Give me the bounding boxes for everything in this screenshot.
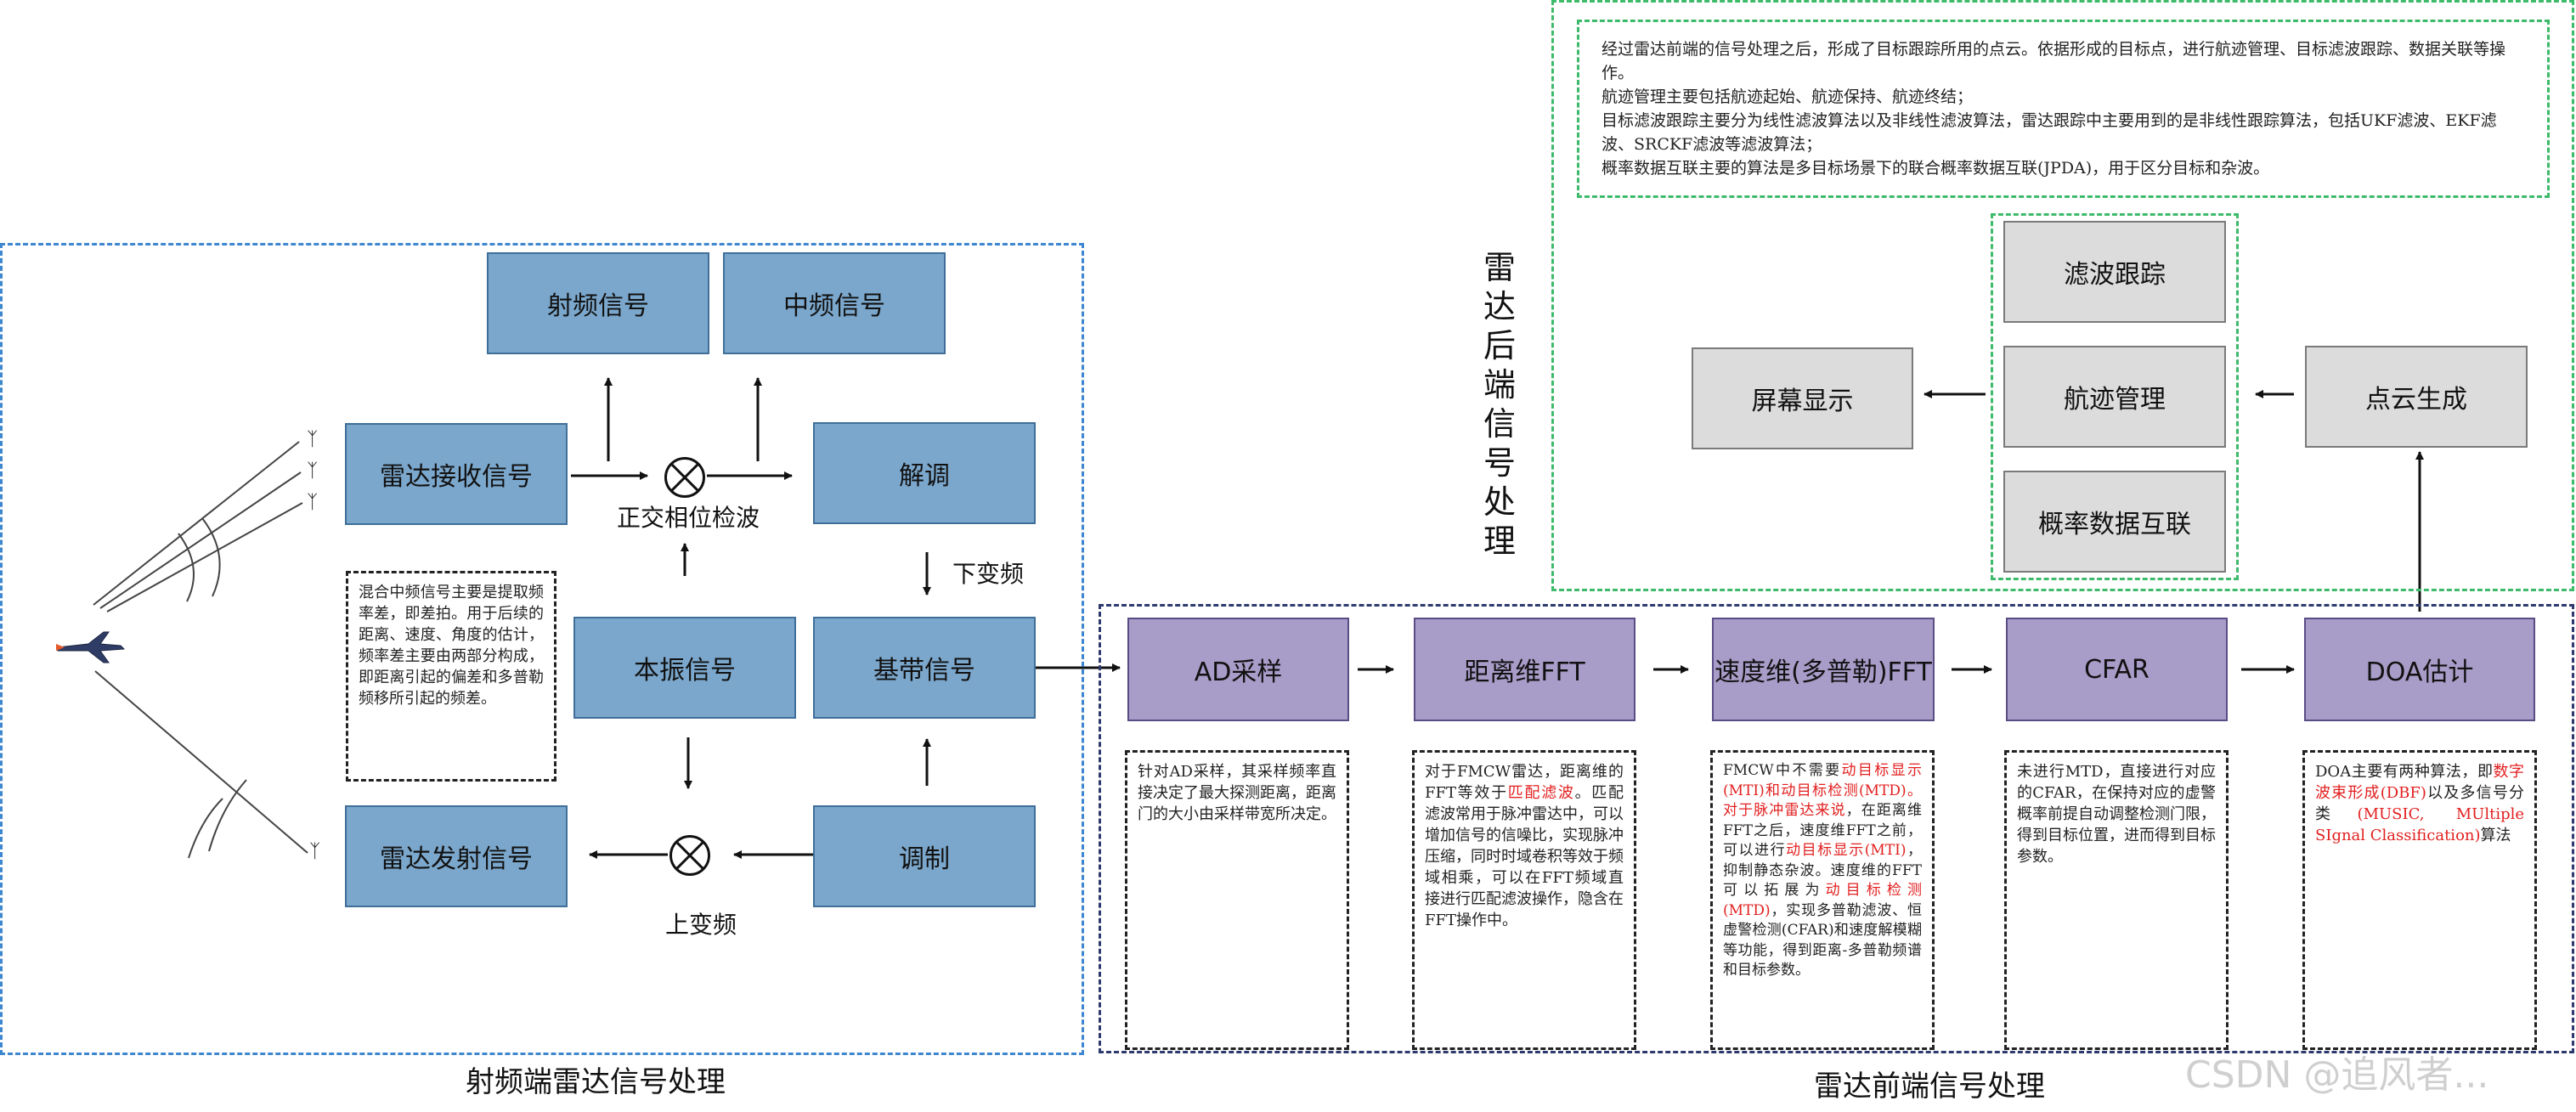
back-region <box>1551 0 2574 591</box>
doa-note: DOA主要有两种算法，即数字波束形成(DBF)以及多信号分类(MUSIC, MU… <box>2302 750 2537 1050</box>
back-note-line: 概率数据互联主要的算法是多目标场景下的联合概率数据互联(JPDA)，用于区分目标… <box>1602 159 2270 178</box>
note-text: ，在距离维FFT之后，速度维FFT之前，可以进行 <box>1723 802 1923 859</box>
ad-sampling-box: AD采样 <box>1127 618 1349 721</box>
doa-estimation-box: DOA估计 <box>2304 618 2535 721</box>
local-oscillator-box: 本振信号 <box>573 617 796 719</box>
back-note-line: 航迹管理主要包括航迹起始、航迹保持、航迹终结； <box>1602 87 1974 106</box>
downconvert-label: 下变频 <box>952 560 1025 588</box>
screen-display-box: 屏幕显示 <box>1692 347 1913 449</box>
radar-transmit-box: 雷达发射信号 <box>345 805 568 907</box>
range-fft-note: 对于FMCW雷达，距离维的FFT等效于匹配滤波。匹配滤波常用于脉冲雷达中，可以增… <box>1412 750 1636 1050</box>
back-note-line: 目标滤波跟踪主要分为线性滤波算法以及非线性滤波算法，雷达跟踪中主要用到的是非线性… <box>1602 111 2497 154</box>
radar-receive-box: 雷达接收信号 <box>345 423 568 525</box>
cfar-note: 未进行MTD，直接进行对应的CFAR，在保持对应的虚警概率前提自动调整检测门限，… <box>2004 750 2229 1050</box>
ad-note: 针对AD采样，其采样频率直接决定了最大探测距离，距离门的大小由采样带宽所决定。 <box>1125 750 1349 1050</box>
note-text: FMCW中不需要 <box>1723 762 1842 779</box>
front-region <box>1099 604 2574 1053</box>
iq-detection-label: 正交相位检波 <box>617 504 760 532</box>
antenna-icon: ᛉ <box>307 460 319 482</box>
range-fft-box: 距离维FFT <box>1414 618 1635 721</box>
iq-mixer-icon <box>664 457 705 498</box>
velocity-fft-note: FMCW中不需要动目标显示(MTI)和动目标检测(MTD)。对于脉冲雷达来说，在… <box>1710 750 1935 1050</box>
rf-region <box>0 243 1084 1055</box>
note-text: 算法 <box>2480 827 2511 844</box>
note-text: ，实现多普勒滤波、恒虚警检测(CFAR)和速度解模糊等功能，得到距离-多普勒频谱… <box>1723 901 1922 979</box>
antenna-icon: ᛉ <box>309 841 321 862</box>
filter-tracking-box: 滤波跟踪 <box>2003 221 2226 323</box>
note-highlight: 动目标显示(MTI)和动目标检测(MTD)。对于脉冲雷达来说 <box>1723 762 1923 819</box>
jpda-box: 概率数据互联 <box>2003 471 2226 573</box>
note-highlight: 数字波束形成(DBF) <box>2315 763 2525 802</box>
watermark: CSDN @追风者... <box>2185 1053 2489 1097</box>
cfar-box: CFAR <box>2006 618 2228 721</box>
note-text: DOA主要有两种算法，即 <box>2315 763 2494 781</box>
demodulation-box: 解调 <box>813 422 1036 524</box>
back-note-line: 经过雷达前端的信号处理之后，形成了目标跟踪所用的点云。依据形成的目标点，进行航迹… <box>1602 40 2506 82</box>
note-highlight: (MUSIC, MUltiple SIgnal Classification) <box>2315 805 2525 844</box>
note-highlight: 匹配滤波 <box>1507 784 1575 802</box>
velocity-fft-box: 速度维(多普勒)FFT <box>1712 618 1935 721</box>
back-region-title: 雷达后端信号处理 <box>1483 249 1516 560</box>
rf-signal-box: 射频信号 <box>487 252 709 354</box>
tracking-group <box>1991 213 2239 580</box>
aircraft-icon <box>56 631 126 663</box>
rf-note: 混合中频信号主要是提取频率差，即差拍。用于后续的距离、速度、角度的估计，频率差主… <box>346 571 556 782</box>
front-region-caption: 雷达前端信号处理 <box>1814 1070 2045 1104</box>
baseband-box: 基带信号 <box>813 617 1036 719</box>
track-management-box: 航迹管理 <box>2003 346 2226 448</box>
note-highlight: 动目标显示(MTI) <box>1786 842 1907 859</box>
point-cloud-box: 点云生成 <box>2305 346 2528 448</box>
if-signal-box: 中频信号 <box>723 252 946 354</box>
upconvert-label: 上变频 <box>665 911 737 939</box>
rf-region-caption: 射频端雷达信号处理 <box>466 1065 726 1099</box>
up-mixer-icon <box>669 835 710 876</box>
back-note: 经过雷达前端的信号处理之后，形成了目标跟踪所用的点云。依据形成的目标点，进行航迹… <box>1577 20 2550 198</box>
antenna-icon: ᛉ <box>307 492 319 513</box>
note-text: 以及多信号分类 <box>2315 784 2524 823</box>
antenna-icon: ᛉ <box>307 429 319 450</box>
note-highlight: 动目标检测(MTD) <box>1723 882 1923 919</box>
note-text: 对于FMCW雷达，距离维的FFT等效于 <box>1425 763 1624 802</box>
note-text: ，抑制静态杂波。速度维的FFT可以拓展为 <box>1723 842 1922 899</box>
modulation-box: 调制 <box>813 805 1036 907</box>
note-text: 。匹配滤波常用于脉冲雷达中，可以增加信号的信噪比，实现脉冲压缩，同时时域卷积等效… <box>1425 784 1624 929</box>
